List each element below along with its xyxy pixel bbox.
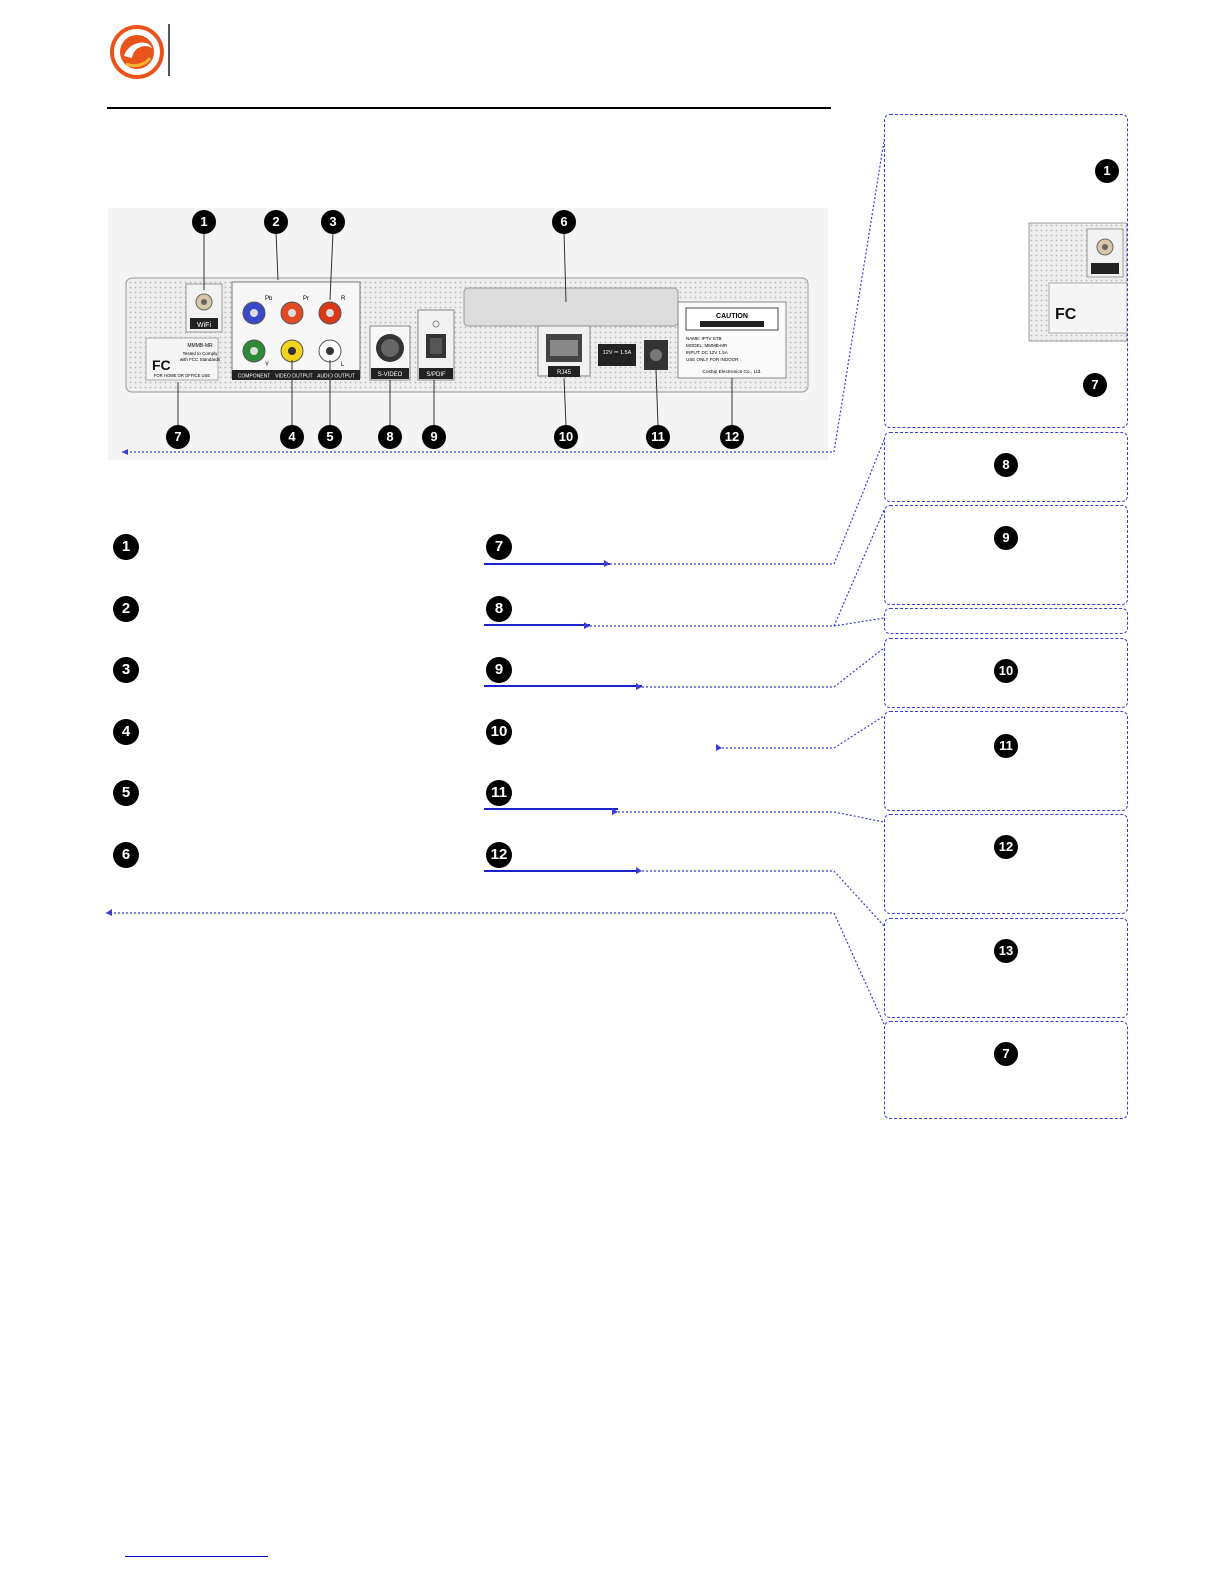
zoom-marker-1: 1 — [1095, 159, 1119, 183]
list-marker-5: 5 — [113, 780, 139, 806]
revision-underline — [484, 870, 640, 872]
diagram-marker-6: 6 — [552, 210, 576, 234]
list-marker-10: 10 — [486, 719, 512, 745]
svg-text:INPUT: DC 12V 1.5A: INPUT: DC 12V 1.5A — [686, 350, 728, 355]
logo-divider — [168, 24, 170, 76]
zoomed-panel-detail: FC — [1028, 222, 1127, 342]
diagram-marker-8: 8 — [378, 425, 402, 449]
svg-text:Pb: Pb — [265, 296, 273, 302]
diagram-marker-4: 4 — [280, 425, 304, 449]
header-rule — [107, 107, 831, 109]
callout-zoom-box: FC 1 7 — [884, 114, 1128, 428]
diagram-marker-9: 9 — [422, 425, 446, 449]
wifi-port: WiFi — [185, 283, 223, 333]
svg-text:MMMB-MR: MMMB-MR — [187, 343, 213, 349]
list-marker-12: 12 — [486, 842, 512, 868]
component-label: COMPONENT — [238, 374, 271, 380]
svg-text:Tested to Comply: Tested to Comply — [183, 351, 219, 356]
video-output-label: VIDEO OUTPUT — [275, 374, 313, 380]
svg-text:12V ⎓ 1.5A: 12V ⎓ 1.5A — [603, 350, 632, 356]
list-marker-7: 7 — [486, 534, 512, 560]
diagram-marker-2: 2 — [264, 210, 288, 234]
fcc-label-area: FC MMMB-MR Tested to Comply with FCC Sta… — [145, 337, 221, 381]
s-video-port: S-VIDEO — [369, 325, 411, 381]
audio-output-label: AUDIO OUTPUT — [317, 374, 355, 380]
revision-underline — [484, 624, 590, 626]
diagram-marker-7: 7 — [166, 425, 190, 449]
revision-underline — [484, 563, 610, 565]
svg-text:L: L — [341, 362, 345, 368]
rj45-port: RJ45 — [537, 325, 591, 377]
diagram-marker-3: 3 — [321, 210, 345, 234]
revision-underline — [484, 685, 642, 687]
svg-text:NAME: IPTV STB: NAME: IPTV STB — [686, 336, 722, 341]
callout-box-8: 8 — [884, 432, 1128, 502]
diagram-marker-11: 11 — [646, 425, 670, 449]
caution-label: CAUTION NAME: IPTV STB MODEL: MMMB-MR IN… — [677, 301, 787, 379]
back-panel-diagram: WiFi FC MMMB-MR Tested to Comply with FC… — [108, 115, 889, 460]
callout-box-empty — [884, 608, 1128, 634]
svg-text:CAUTION: CAUTION — [716, 313, 748, 320]
list-marker-9: 9 — [486, 657, 512, 683]
list-marker-8: 8 — [486, 596, 512, 622]
callout-box-7: 7 — [884, 1021, 1128, 1119]
diagram-marker-10: 10 — [554, 425, 578, 449]
spdif-port: S/PDIF — [417, 309, 455, 381]
zoom-marker-7: 7 — [1083, 373, 1107, 397]
callout-box-13: 13 — [884, 918, 1128, 1018]
av-output-block: Pb Pr R Y L COMPONENT VIDEO OUTPUT AUDIO… — [231, 281, 361, 380]
list-marker-11: 11 — [486, 780, 512, 806]
list-marker-6: 6 — [113, 842, 139, 868]
footer-link-underline — [125, 1556, 268, 1557]
svg-text:S/PDIF: S/PDIF — [426, 372, 446, 378]
svg-text:FC: FC — [152, 357, 171, 373]
svg-text:FC: FC — [1055, 306, 1077, 323]
svg-text:Y: Y — [265, 362, 269, 368]
svg-text:MODEL: MMMB-MR: MODEL: MMMB-MR — [686, 343, 728, 348]
callout-box-10: 10 — [884, 638, 1128, 708]
callout-box-11: 11 — [884, 711, 1128, 811]
diagram-marker-12: 12 — [720, 425, 744, 449]
company-logo-icon — [108, 24, 166, 80]
svg-text:Coship Electronics Co., Ltd.: Coship Electronics Co., Ltd. — [702, 369, 761, 375]
svg-text:USE ONLY FOR INDOOR: USE ONLY FOR INDOOR — [686, 357, 739, 362]
list-marker-4: 4 — [113, 719, 139, 745]
back-panel-figure: WiFi FC MMMB-MR Tested to Comply with FC… — [108, 115, 889, 460]
list-marker-3: 3 — [113, 657, 139, 683]
wifi-label: WiFi — [197, 322, 211, 329]
svg-text:RJ45: RJ45 — [557, 370, 572, 376]
revision-underline — [484, 808, 618, 810]
svg-text:with FCC Standards: with FCC Standards — [180, 357, 221, 362]
svg-text:Pr: Pr — [303, 296, 309, 302]
svg-text:FOR HOME OR OFFICE USE: FOR HOME OR OFFICE USE — [154, 373, 211, 378]
list-marker-2: 2 — [113, 596, 139, 622]
svg-text:S-VIDEO: S-VIDEO — [378, 372, 403, 378]
svg-text:R: R — [341, 296, 346, 302]
callout-box-9: 9 — [884, 505, 1128, 605]
diagram-marker-1: 1 — [192, 210, 216, 234]
list-marker-1: 1 — [113, 534, 139, 560]
callout-box-12: 12 — [884, 814, 1128, 914]
power-port: 12V ⎓ 1.5A — [598, 340, 668, 370]
diagram-marker-5: 5 — [318, 425, 342, 449]
